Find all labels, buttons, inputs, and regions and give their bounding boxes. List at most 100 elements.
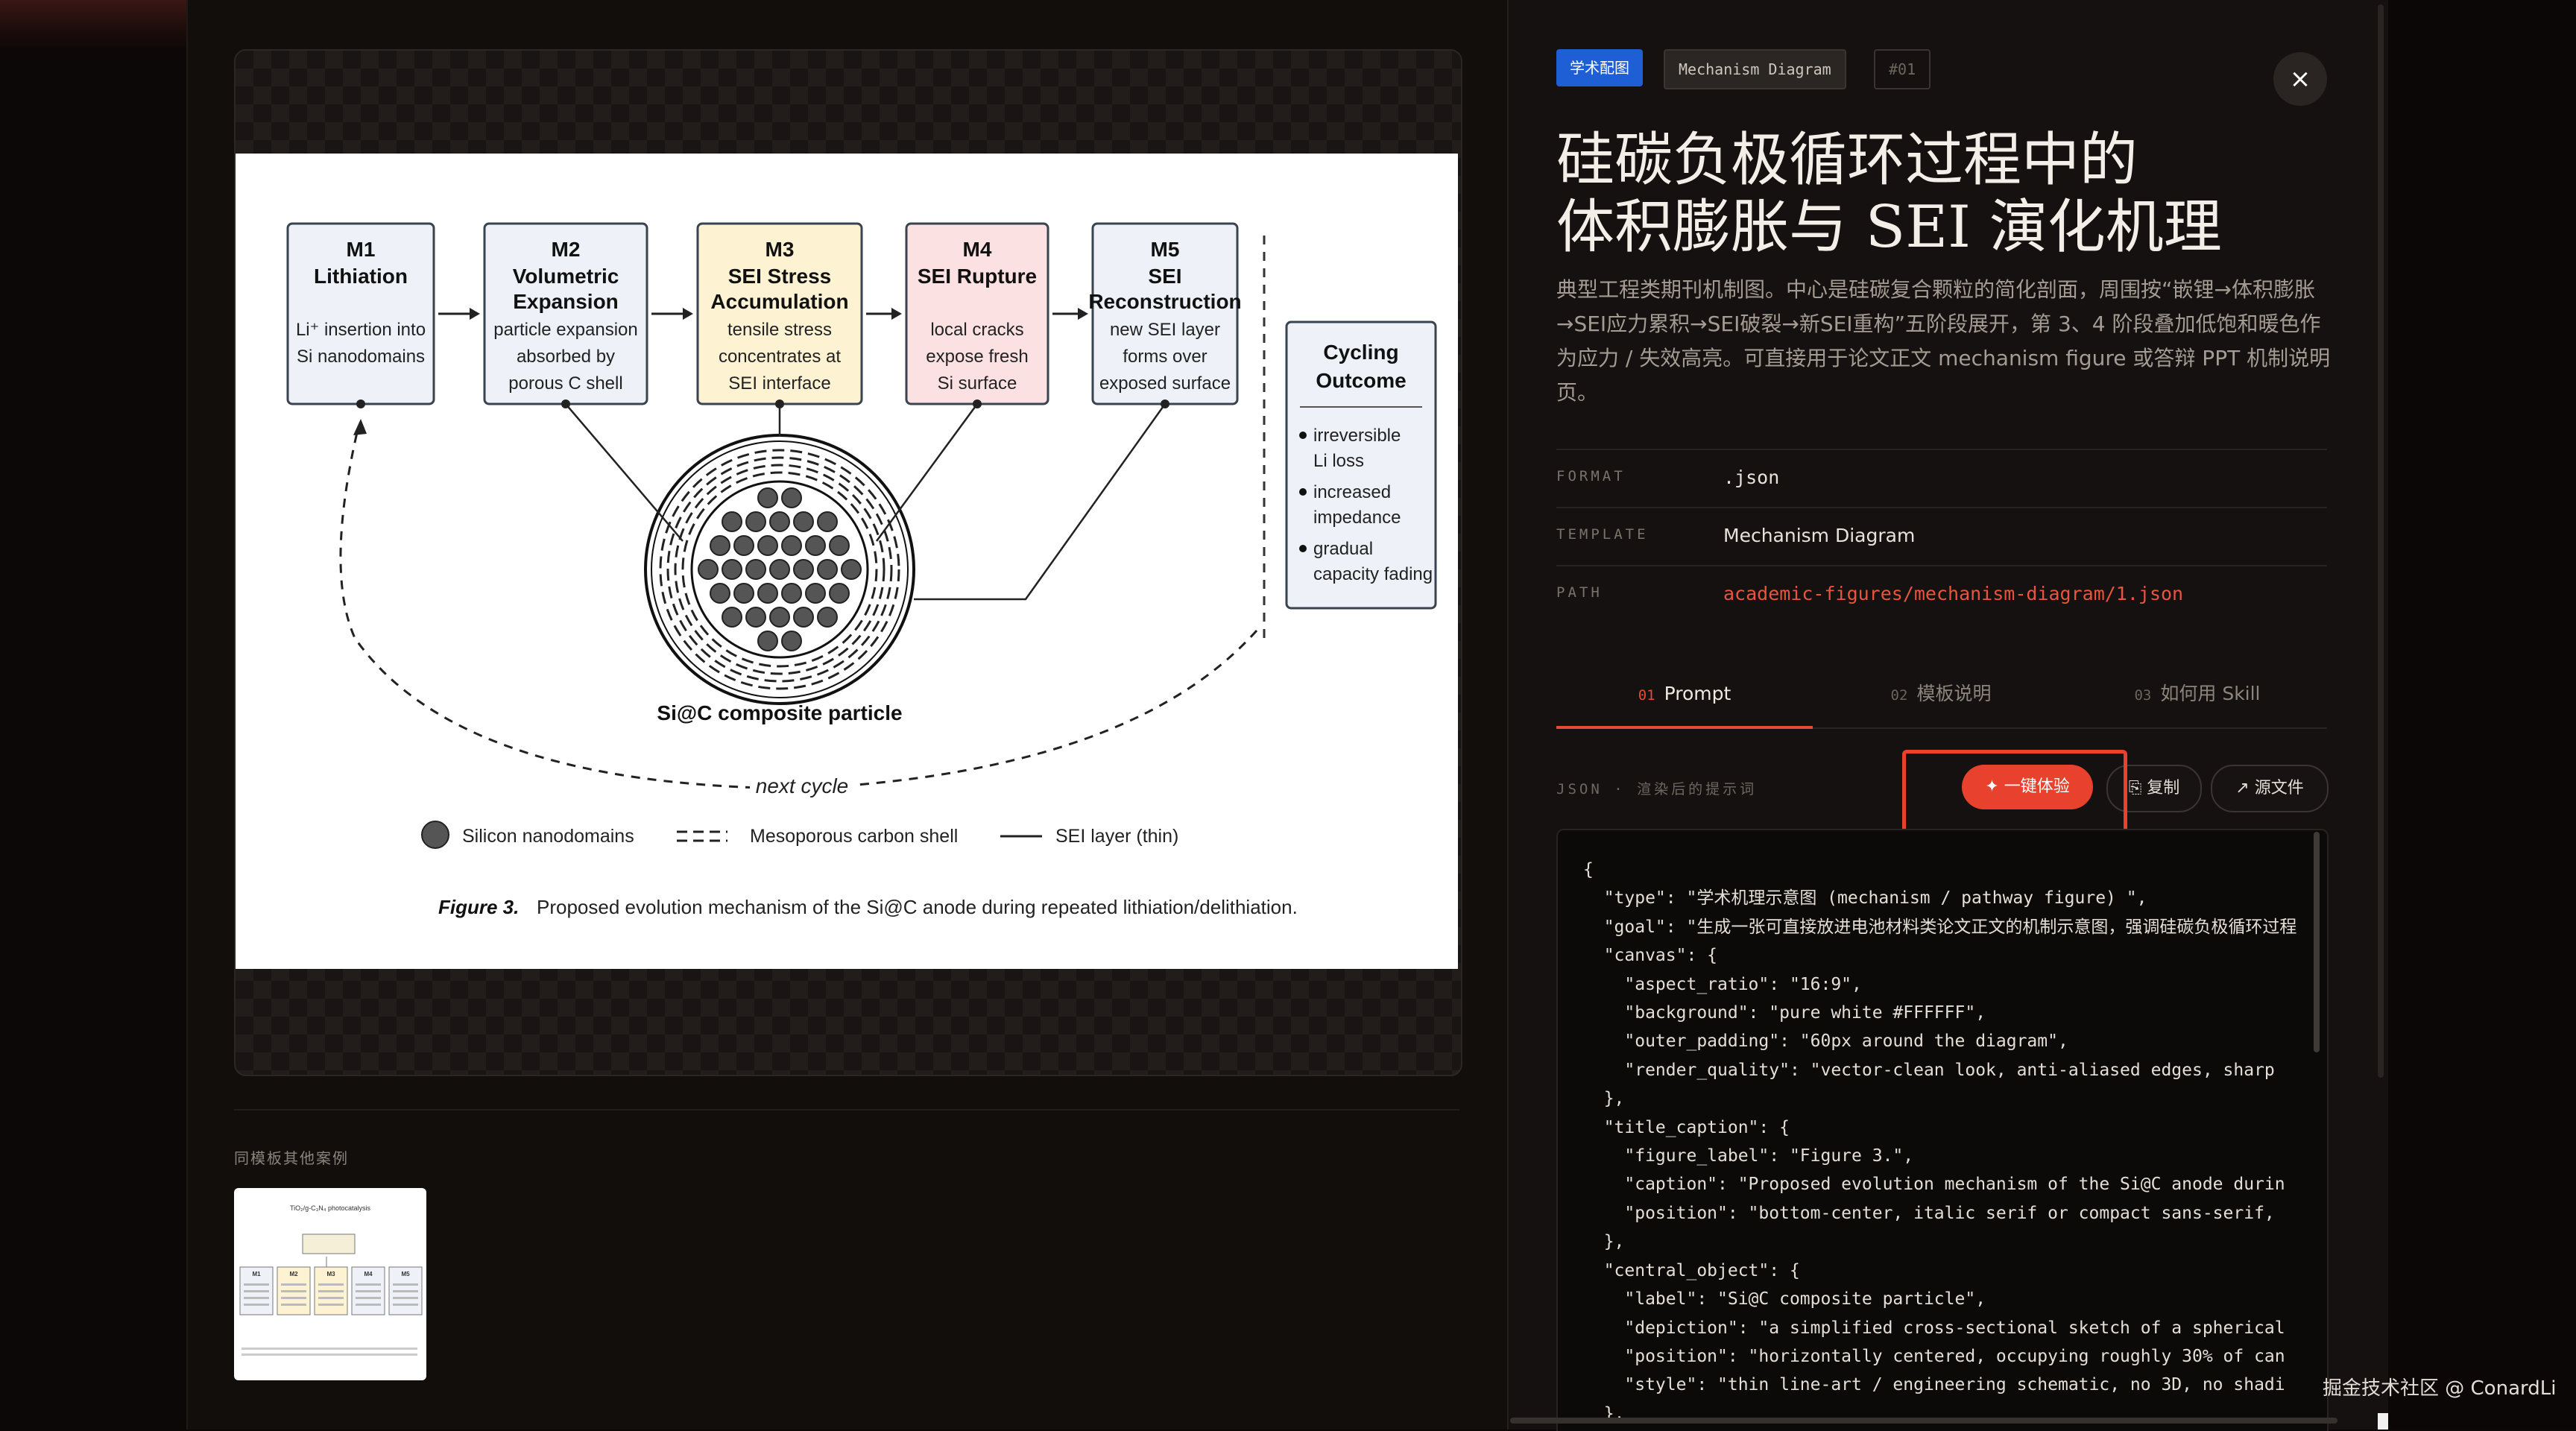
page-title: 硅碳负极循环过程中的 体积膨胀与 SEI 演化机理 — [1556, 127, 2332, 261]
outcome-box — [1285, 320, 1437, 610]
legend-carbon: Mesoporous carbon shell — [750, 826, 958, 847]
index-tag: #01 — [1874, 49, 1931, 89]
outcome-item: gradual — [1313, 539, 1373, 559]
outcome-item: impedance — [1313, 508, 1401, 528]
silicon-nanodomain — [745, 607, 766, 628]
outcome-item: irreversible — [1313, 426, 1401, 446]
silicon-nanodomain — [793, 511, 814, 532]
stage-desc: Si nanodomains — [297, 347, 425, 367]
stage-desc: particle expansion — [493, 320, 637, 340]
meta-key: FORMAT — [1556, 468, 1626, 484]
code-scrollbar-horizontal[interactable] — [1510, 1418, 2337, 1424]
path-link[interactable]: academic-figures/mechanism-diagram/1.jso… — [1723, 583, 2184, 604]
json-label: JSON · 渲染后的提示词 — [1556, 781, 1758, 797]
stage-arrow-head — [891, 308, 902, 320]
stage-desc: Si surface — [938, 373, 1017, 394]
silicon-nanodomain — [817, 511, 838, 532]
silicon-nanodomain — [757, 487, 778, 508]
source-file-button[interactable]: ↗ 源文件 — [2211, 765, 2329, 812]
close-button[interactable]: × — [2273, 52, 2327, 106]
thumb-text-line — [244, 1290, 269, 1292]
thumb-text-line — [244, 1297, 269, 1299]
meta-key: TEMPLATE — [1556, 526, 1649, 543]
tab-skill[interactable]: 03 如何用 Skill — [2069, 668, 2326, 726]
tab-number: 03 — [2134, 687, 2152, 704]
tab-label: 如何用 Skill — [2160, 683, 2261, 704]
carbon-shell-ring — [681, 471, 878, 668]
silicon-nanodomain — [745, 559, 766, 580]
silicon-nanodomain — [769, 511, 790, 532]
particle-label: Si@C composite particle — [657, 701, 902, 724]
description: 典型工程类期刊机制图。中心是硅碳复合颗粒的简化剖面，周围按“嵌锂→体积膨胀→SE… — [1556, 277, 2331, 405]
silicon-nanodomain — [722, 607, 742, 628]
thumb-text-line — [393, 1290, 418, 1292]
stage-desc: local cracks — [930, 320, 1023, 340]
meta-format: FORMAT .json — [1556, 449, 2327, 508]
next-cycle-label: next cycle — [756, 774, 849, 797]
legend-sei: SEI layer (thin) — [1055, 826, 1178, 847]
meta-value: .json — [1723, 467, 1780, 488]
thumb-text-line — [318, 1290, 344, 1292]
thumb-text-line — [244, 1304, 269, 1306]
stage-name: SEI Stress — [728, 265, 832, 288]
stage-desc: forms over — [1123, 347, 1207, 367]
silicon-nanodomain — [781, 535, 802, 556]
title-line: 硅碳负极循环过程中的 — [1556, 127, 2138, 194]
try-button[interactable]: ✦ 一键体验 — [1962, 765, 2093, 809]
stage-desc: porous C shell — [508, 373, 622, 394]
tab-number: 02 — [1890, 687, 1908, 704]
stage-desc: Li⁺ insertion into — [296, 320, 426, 340]
category-tag: 学术配图 — [1556, 49, 1643, 86]
stage-desc: concentrates at — [719, 347, 841, 367]
stage-name: Volumetric — [513, 265, 619, 288]
code-scrollbar-vertical[interactable] — [2314, 832, 2320, 1052]
thumb-text-line — [318, 1283, 344, 1286]
silicon-nanodomain — [817, 607, 838, 628]
code-text: { "type": "学术机理示意图 (mechanism / pathway … — [1583, 860, 2297, 1424]
stage-arrow-head — [683, 308, 693, 320]
title-line: 体积膨胀与 SEI 演化机理 — [1556, 194, 2222, 261]
thumb-text-line — [356, 1304, 381, 1306]
connector-line — [875, 403, 979, 542]
silicon-nanodomain — [781, 631, 802, 651]
thumb-title: TiO₂/g-C₃N₄ photocatalysis — [290, 1204, 371, 1212]
thumb-text-line — [356, 1290, 381, 1292]
carbon-shell-ring — [666, 456, 893, 683]
thumb-text-line — [281, 1297, 306, 1299]
thumb-band — [302, 1233, 356, 1254]
outcome-title: Cycling — [1323, 341, 1398, 364]
stage-name: SEI Rupture — [918, 265, 1037, 288]
thumb-text-line — [393, 1304, 418, 1306]
thumb-text-line — [318, 1304, 344, 1306]
carbon-shell-ring — [674, 464, 886, 675]
outcome-item: Li loss — [1313, 451, 1364, 471]
outcome-title: Outcome — [1316, 369, 1406, 392]
stage-arrow-head — [1078, 308, 1088, 320]
thumb-text-line — [281, 1283, 306, 1286]
silicon-nanodomain — [805, 583, 826, 604]
silicon-nanodomain — [793, 607, 814, 628]
thumb-text-line — [244, 1283, 269, 1286]
stage-desc: exposed surface — [1099, 373, 1231, 394]
stage-desc: new SEI layer — [1110, 320, 1220, 340]
copy-button[interactable]: ⎘ 复制 — [2106, 765, 2202, 812]
connector-line — [914, 403, 1167, 601]
close-icon: × — [2289, 64, 2311, 94]
more-examples-label: 同模板其他案例 — [234, 1149, 349, 1167]
code-block[interactable]: { "type": "学术机理示意图 (mechanism / pathway … — [1556, 829, 2329, 1431]
thumb-text-line — [281, 1304, 306, 1306]
page-scrollbar[interactable] — [2378, 4, 2384, 1078]
caption-text: Proposed evolution mechanism of the Si@C… — [537, 896, 1298, 918]
carbon-shell-ring — [659, 449, 900, 690]
divider — [234, 1109, 1459, 1111]
stage-id: M2 — [552, 238, 581, 261]
silicon-nanodomain — [733, 583, 754, 604]
silicon-nanodomain — [722, 511, 742, 532]
stage-desc: expose fresh — [926, 347, 1028, 367]
thumb-stage-id: M2 — [289, 1271, 298, 1277]
